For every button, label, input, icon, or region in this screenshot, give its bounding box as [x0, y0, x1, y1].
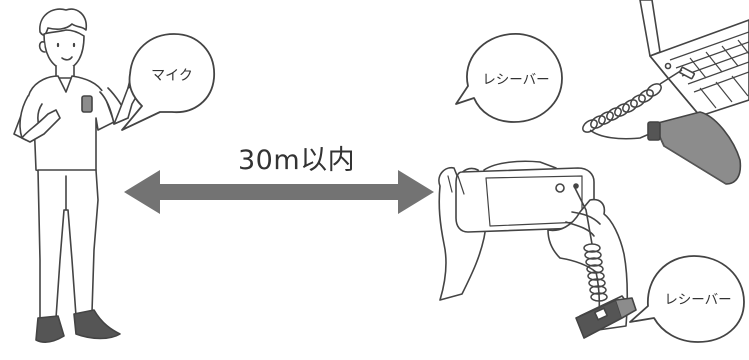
presenter-figure — [13, 8, 142, 343]
phone-receiver-speech-bubble — [629, 255, 745, 343]
laptop-receiver-label: レシーバー — [482, 72, 549, 88]
phone-receiver-label: レシーバー — [664, 292, 731, 308]
phone-receiver-device — [573, 185, 637, 339]
mic-speech-bubble — [121, 33, 215, 131]
laptop-receiver-speech-bubble — [455, 33, 563, 123]
laptop — [639, 0, 749, 117]
laptop-receiver-device — [582, 69, 742, 185]
range-arrow — [124, 170, 434, 214]
mic-label: マイク — [151, 68, 193, 84]
distance-label: 30m以内 — [238, 145, 356, 176]
